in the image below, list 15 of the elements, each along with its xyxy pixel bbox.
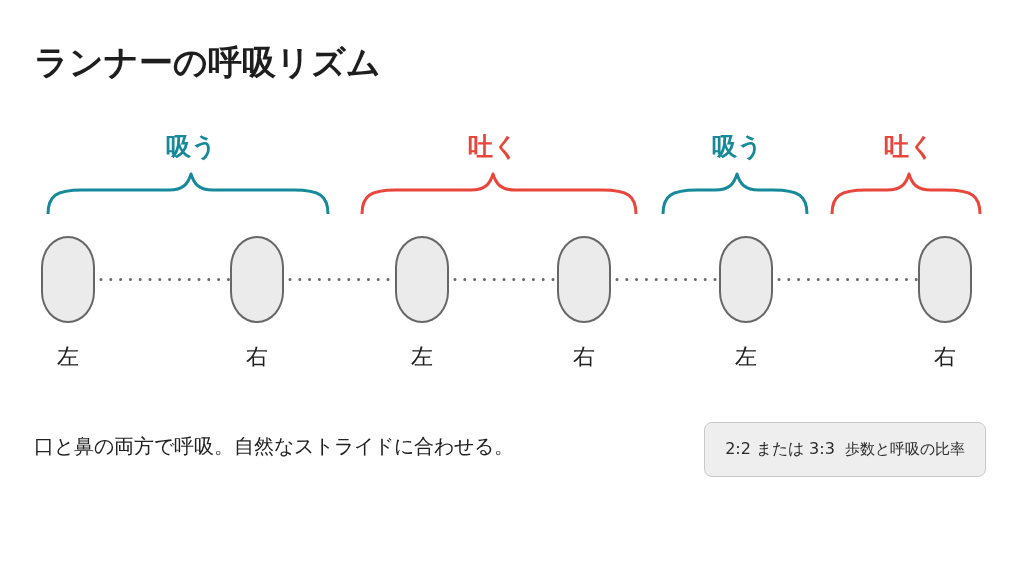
- phase-label: 吸う: [165, 131, 217, 163]
- phase-label: 吐く: [467, 131, 519, 163]
- info-card: [704, 422, 986, 477]
- side-label: 右: [246, 343, 268, 371]
- phase-label: 吐く: [883, 131, 935, 163]
- ratio-caption: 歩数と呼吸の比率: [844, 440, 965, 459]
- side-label: 左: [57, 343, 79, 371]
- phase-label: 吸う: [711, 131, 763, 163]
- side-label: 左: [735, 343, 757, 371]
- ratio-text: 2:2 または 3:3: [725, 439, 835, 460]
- title: ランナーの呼吸リズム: [34, 41, 381, 84]
- side-label: 右: [573, 343, 595, 371]
- note-text: 口と鼻の両方で呼吸。自然なストライドに合わせる。: [34, 433, 514, 460]
- side-label: 右: [934, 343, 956, 371]
- side-label: 左: [411, 343, 433, 371]
